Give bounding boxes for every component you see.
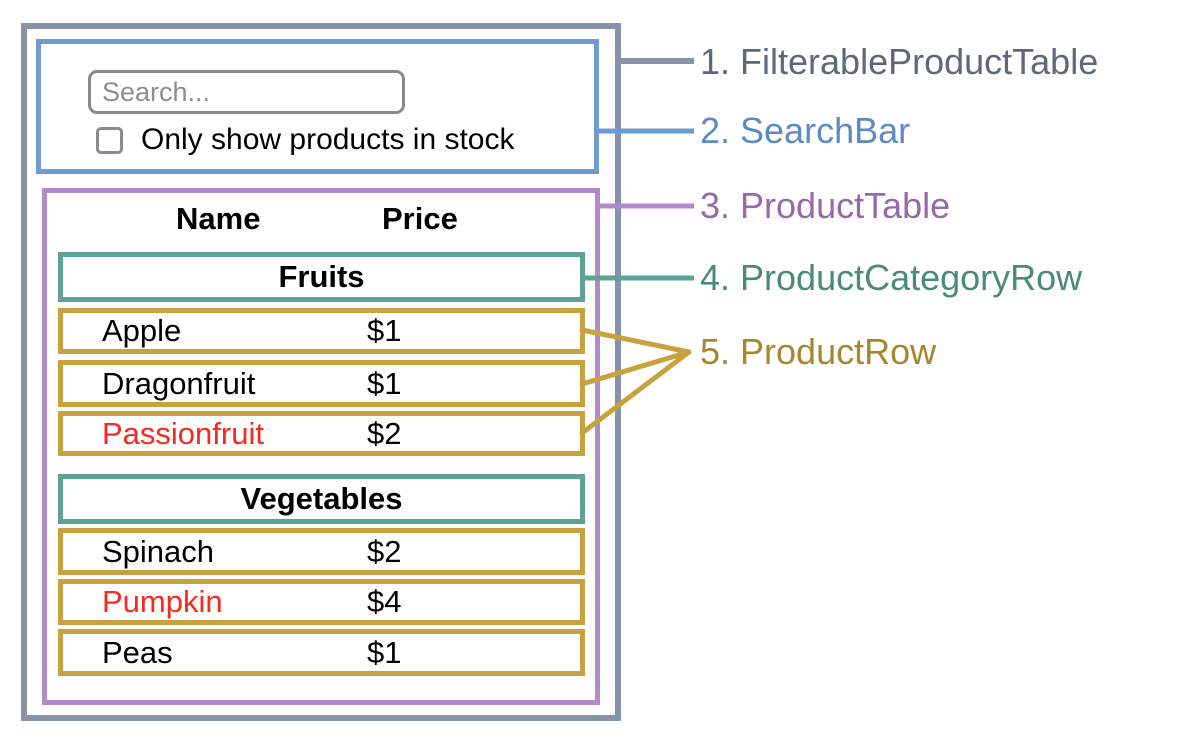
product-row-apple: Apple $1 [58, 308, 585, 354]
product-name: Apple [102, 313, 182, 348]
product-price: $2 [367, 533, 402, 569]
search-placeholder: Search... [102, 76, 211, 107]
legend-product-row: 5. ProductRow [700, 331, 937, 372]
category-label: Vegetables [240, 481, 403, 516]
product-row-pumpkin: Pumpkin $4 [58, 579, 585, 625]
in-stock-checkbox[interactable] [96, 127, 123, 154]
product-name: Passionfruit [102, 415, 264, 451]
product-name: Peas [102, 634, 173, 670]
product-price: $1 [367, 634, 402, 670]
legend-product-table: 3. ProductTable [700, 185, 951, 226]
product-name: Spinach [102, 533, 215, 569]
product-name: Pumpkin [102, 584, 223, 619]
product-price: $4 [367, 584, 402, 619]
product-row-dragonfruit: Dragonfruit $1 [58, 360, 585, 407]
legend-product-category-row: 4. ProductCategoryRow [700, 257, 1083, 298]
legend-search-bar: 2. SearchBar [700, 110, 911, 151]
column-header-name: Name [176, 201, 261, 236]
product-category-row-fruits: Fruits [58, 252, 585, 302]
product-category-row-vegetables: Vegetables [58, 474, 585, 524]
product-table-box [42, 188, 600, 705]
column-header-price: Price [382, 201, 458, 236]
product-row-peas: Peas $1 [58, 629, 585, 676]
search-input[interactable]: Search... [88, 70, 405, 114]
product-price: $1 [367, 365, 402, 401]
legend-filterable-product-table: 1. FilterableProductTable [700, 41, 1099, 82]
product-row-passionfruit: Passionfruit $2 [58, 411, 585, 456]
category-label: Fruits [278, 259, 365, 294]
product-row-spinach: Spinach $2 [58, 528, 585, 575]
product-price: $2 [367, 415, 402, 451]
product-name: Dragonfruit [102, 365, 256, 401]
in-stock-checkbox-label: Only show products in stock [141, 123, 515, 156]
product-price: $1 [367, 313, 402, 348]
search-bar-box [36, 39, 599, 174]
